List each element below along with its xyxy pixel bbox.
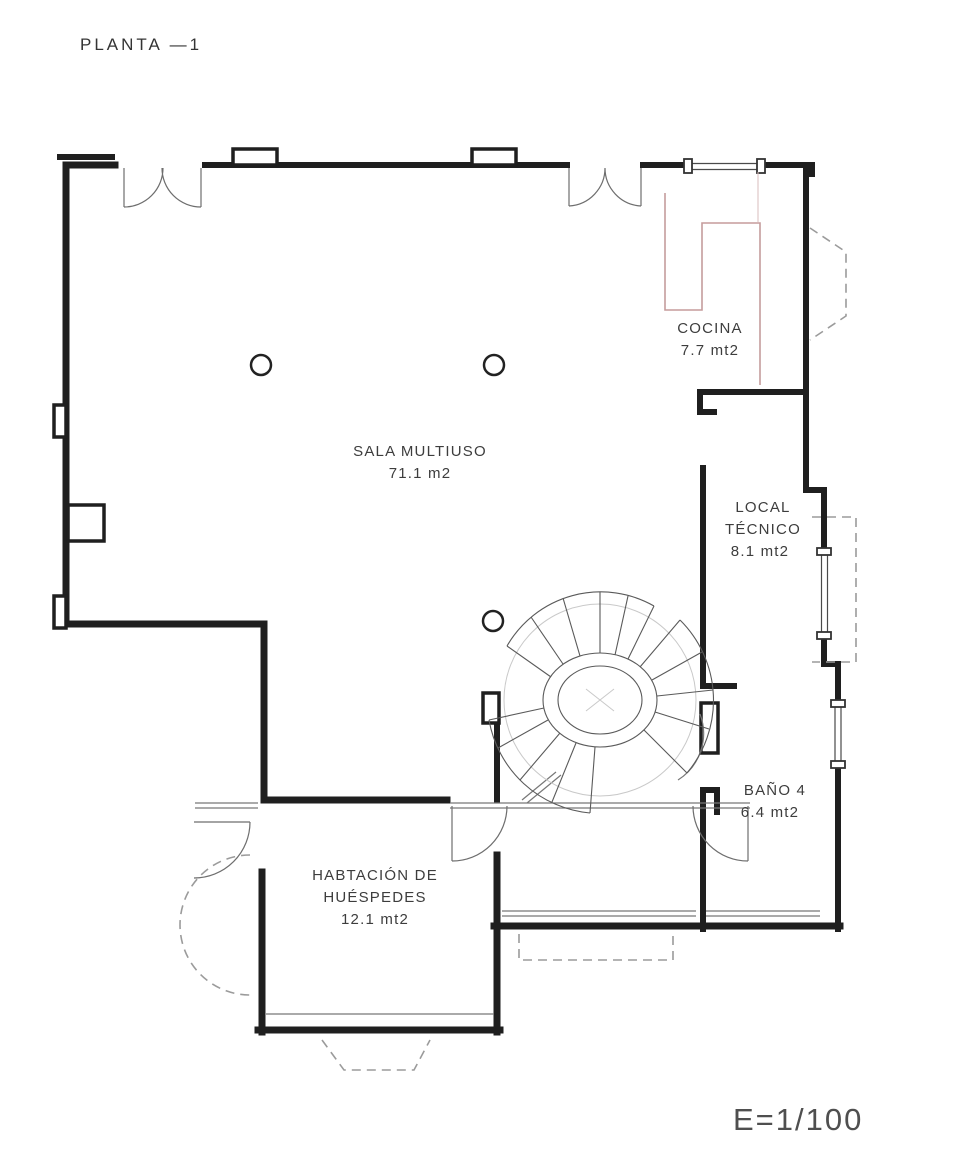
wall-kitchen-bottom <box>697 389 809 415</box>
wall-curved-stair-bano <box>677 713 705 781</box>
stair-center-column-inner <box>557 665 643 735</box>
dashed-outlines <box>179 227 857 1071</box>
stair-fan-top-arc <box>506 591 655 647</box>
pilaster-top-1 <box>231 147 279 167</box>
corridor-door-right <box>692 805 749 862</box>
room-label-sala-area: 71.1 m2 <box>389 465 452 482</box>
door-swing-arc <box>451 805 508 862</box>
kitchen-counter <box>664 172 761 385</box>
wall-bano-left <box>700 787 720 932</box>
room-label-local-area: 8.1 mt2 <box>731 543 789 560</box>
window-top-cap-left <box>683 158 693 174</box>
plan-title: PLANTA —1 <box>80 35 202 54</box>
scale-label: E=1/100 <box>733 1102 863 1137</box>
room-label-bano-area: 6.4 mt2 <box>741 804 799 821</box>
window-top <box>683 158 766 174</box>
wall-left-and-bottom-of-sala <box>62 161 451 804</box>
dashed-rect-corridor <box>518 934 674 961</box>
room-label-habitacion-area: 12.1 mt2 <box>341 911 409 928</box>
stair-center-cross <box>585 688 615 712</box>
interior-walls <box>195 465 820 1015</box>
room-label-cocina-area: 7.7 mt2 <box>681 342 739 359</box>
room-label-cocina-name: COCINA <box>677 320 743 337</box>
pier-stair-left <box>481 691 501 725</box>
dashed-rect-local-tecnico <box>812 516 857 663</box>
wall-top-right-corner <box>757 162 815 177</box>
window-bano <box>830 699 846 769</box>
door-swing-arc <box>692 805 749 862</box>
stair-fan-top-steps <box>506 592 655 678</box>
stair-fan-bottom-arc <box>488 719 591 814</box>
window-top-glass <box>690 162 760 171</box>
double-door-top-left <box>123 167 202 208</box>
doors <box>123 167 749 879</box>
columns <box>249 353 506 633</box>
wall-right-local-tecnico <box>803 389 827 553</box>
windows <box>683 158 846 769</box>
double-door-top-middle <box>568 167 642 207</box>
window-top-cap-right <box>756 158 766 174</box>
window-bano-cap-top <box>830 699 846 708</box>
column <box>249 353 273 377</box>
wall-right-below-window <box>821 633 841 705</box>
stair-step-diagonal-2 <box>526 774 562 804</box>
window-local-glass <box>820 554 829 633</box>
labels: PLANTA —1 SALA MULTIUSO 71.1 m2 COCINA 7… <box>80 35 863 1137</box>
exterior-walls <box>52 147 844 1036</box>
door-leaf <box>123 168 202 207</box>
stair-fan-right-arc <box>679 619 715 774</box>
window-bano-glass <box>834 706 842 762</box>
stair-fan-right-steps <box>639 619 714 774</box>
room-label-bano-name: BAÑO 4 <box>744 782 806 799</box>
pilaster-left-wall <box>66 503 106 543</box>
counter-outline <box>664 193 761 385</box>
spiral-staircase <box>488 591 715 814</box>
wall-jog-left-lower <box>52 594 68 630</box>
door-leaf <box>568 168 642 206</box>
window-local-tecnico <box>816 547 832 640</box>
dashed-arc-guest-room <box>179 854 251 996</box>
room-label-habitacion-line1: HABTACIÓN DE <box>312 867 438 884</box>
column <box>482 353 506 377</box>
column <box>481 609 505 633</box>
door-swing-arc <box>123 167 202 208</box>
door-swing-arc <box>568 167 642 207</box>
window-local-cap-bottom <box>816 631 832 640</box>
room-label-local-line2: TÉCNICO <box>725 521 801 538</box>
window-bano-cap-bottom <box>830 760 846 769</box>
room-label-habitacion-line2: HUÉSPEDES <box>323 889 426 906</box>
dashed-step-guest-room <box>321 1039 431 1071</box>
stair-fan-bottom-steps <box>488 707 596 814</box>
room-label-local-line1: LOCAL <box>735 499 790 516</box>
guest-room-door <box>193 821 251 879</box>
room-label-sala-name: SALA MULTIUSO <box>353 443 487 460</box>
door-swing-arc <box>193 821 251 879</box>
pilaster-top-2 <box>470 147 518 167</box>
corridor-door-left <box>451 805 508 862</box>
window-local-cap-top <box>816 547 832 556</box>
stair-step-diagonal-1 <box>521 771 557 801</box>
wall-jog-left-upper <box>52 403 68 439</box>
dashed-bay-kitchen <box>809 227 847 341</box>
